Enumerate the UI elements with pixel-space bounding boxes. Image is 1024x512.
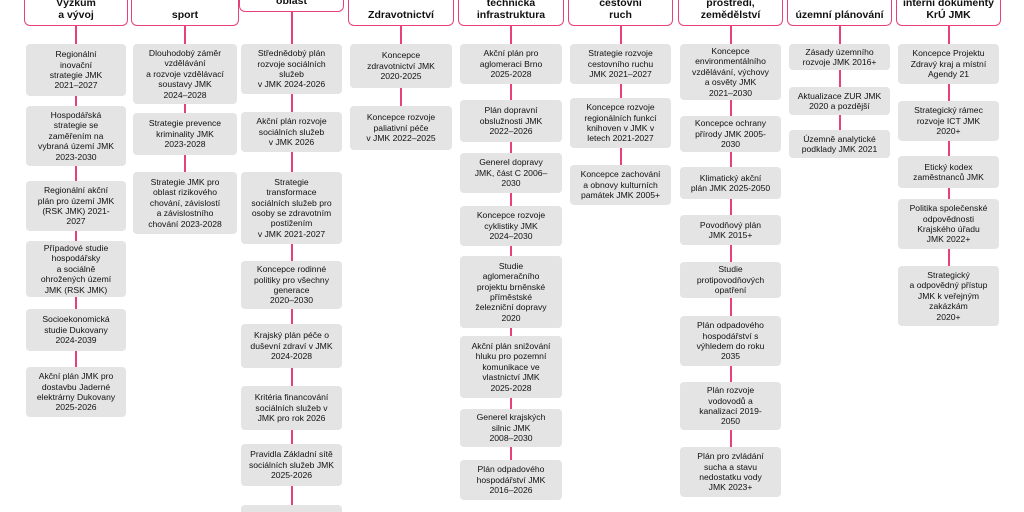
document-box[interactable]: Socioekonomická studie Dukovany 2024-203… (26, 309, 126, 351)
document-box[interactable]: Studie aglomeračního projektu brněnské p… (460, 256, 562, 328)
document-box[interactable]: Koncepce rozvoje cyklistiky JMK 2024–203… (460, 206, 562, 246)
document-box[interactable]: Hospodářská strategie se zaměřením na vy… (26, 106, 126, 166)
document-box[interactable]: Regionální akční plán pro území JMK (RSK… (26, 181, 126, 231)
document-box[interactable]: Koncepce rozvoje regionálních funkcí kni… (570, 98, 671, 148)
document-box[interactable]: Povodňový plán JMK 2015+ (680, 215, 781, 245)
document-box[interactable]: Plán pro zvládání sucha a stavu nedostat… (680, 447, 781, 497)
document-box[interactable]: Generel krajských silnic JMK 2008–2030 (460, 409, 562, 447)
document-box[interactable]: Strategický a odpovědný přístup JMK k ve… (898, 266, 999, 326)
document-box[interactable]: Generel dopravy JMK, část C 2006– 2030 (460, 153, 562, 193)
document-box[interactable]: Koncepce rodinné politiky pro všechny ge… (241, 261, 342, 309)
document-box[interactable]: Plán odpadového hospodářství s výhledem … (680, 316, 781, 366)
column-header-prostredi: prostředí, zemědělství (678, 0, 783, 26)
connector-line-prostredi (729, 26, 732, 497)
document-box[interactable]: Koncepce Projektu Zdravý kraj a místní A… (898, 44, 999, 84)
document-box[interactable]: Plán odpadového hospodářství JMK 2016–20… (460, 460, 562, 500)
document-box[interactable]: Zásady územního rozvoje JMK 2016+ (789, 44, 890, 70)
document-box[interactable]: Územně analytické podklady JMK 2021 (789, 130, 890, 158)
column-header-cestovni: cestovní ruch (568, 0, 673, 26)
document-box[interactable]: Politika společenské odpovědnosti Krajsk… (898, 199, 999, 249)
document-box[interactable]: Plán rozvoje vodovodů a kanalizací 2019-… (680, 382, 781, 430)
document-box[interactable]: Studie protipovodňových opatření (680, 262, 781, 298)
document-box[interactable]: Regionální inovační strategie JMK 2021–2… (26, 44, 126, 96)
document-box[interactable]: Strategie transformace sociálních služeb… (241, 172, 342, 244)
column-header-socialni: oblast (239, 0, 344, 12)
document-box[interactable]: Koncepce zdravotnictví JMK 2020-2025 (350, 44, 452, 88)
document-box[interactable]: Strategie rozvoje cestovního ruchu JMK 2… (570, 44, 671, 84)
document-box[interactable]: Akční plán pro aglomeraci Brno 2025-2028 (460, 44, 562, 84)
document-box[interactable]: Aktualizace ZUR JMK 2020 a pozdější (789, 87, 890, 115)
document-box[interactable]: Strategie JMK pro oblast rizikového chov… (133, 172, 237, 234)
document-box[interactable]: Koncepce zachování a obnovy kulturních p… (570, 165, 671, 205)
document-box[interactable]: Klimatický akční plán JMK 2025-2050 (680, 167, 781, 199)
connector-line-zdravotnictvi (400, 26, 402, 150)
column-header-interni: interní dokumenty KrÚ JMK (896, 0, 1001, 26)
document-box[interactable]: Plán dopravní obslužnosti JMK 2022–2026 (460, 100, 562, 142)
column-header-uzemni: územní plánování (787, 0, 892, 26)
document-box[interactable]: Koncepce rozvoje paliativní péče v JMK 2… (350, 106, 452, 150)
document-box[interactable]: Případové studie hospodářsky a sociálně … (26, 241, 126, 297)
column-header-vyzkum: Výzkum a vývoj (24, 0, 128, 26)
document-box[interactable]: Pravidla Základní (241, 505, 342, 512)
document-box[interactable]: Dlouhodobý záměr vzdělávání a rozvoje vz… (133, 44, 237, 104)
document-box[interactable]: Akční plán JMK pro dostavbu Jaderné elek… (26, 367, 126, 417)
column-header-sport: sport (131, 0, 239, 26)
document-box[interactable]: Koncepce ochrany přírody JMK 2005- 2030 (680, 116, 781, 152)
document-box[interactable]: Pravidla Základní sítě sociálních služeb… (241, 444, 342, 486)
column-header-doprava: technická infrastruktura (458, 0, 564, 26)
document-box[interactable]: Střednědobý plán rozvoje sociálních služ… (241, 44, 342, 94)
column-header-zdravotnictvi: Zdravotnictví (348, 0, 454, 26)
document-box[interactable]: Etický kodex zaměstnanců JMK (898, 156, 999, 188)
document-box[interactable]: Kritéria financování sociálních služeb v… (241, 386, 342, 430)
document-box[interactable]: Akční plán snižování hluku pro pozemní k… (460, 336, 562, 398)
document-box[interactable]: Strategie prevence kriminality JMK 2023-… (133, 113, 237, 155)
document-box[interactable]: Koncepce environmentálního vzdělávání, v… (680, 44, 781, 100)
document-box[interactable]: Krajský plán péče o duševní zdraví v JMK… (241, 324, 342, 368)
document-box[interactable]: Akční plán rozvoje sociálních služeb v J… (241, 112, 342, 152)
document-box[interactable]: Strategický rámec rozvoje ICT JMK 2020+ (898, 101, 999, 141)
